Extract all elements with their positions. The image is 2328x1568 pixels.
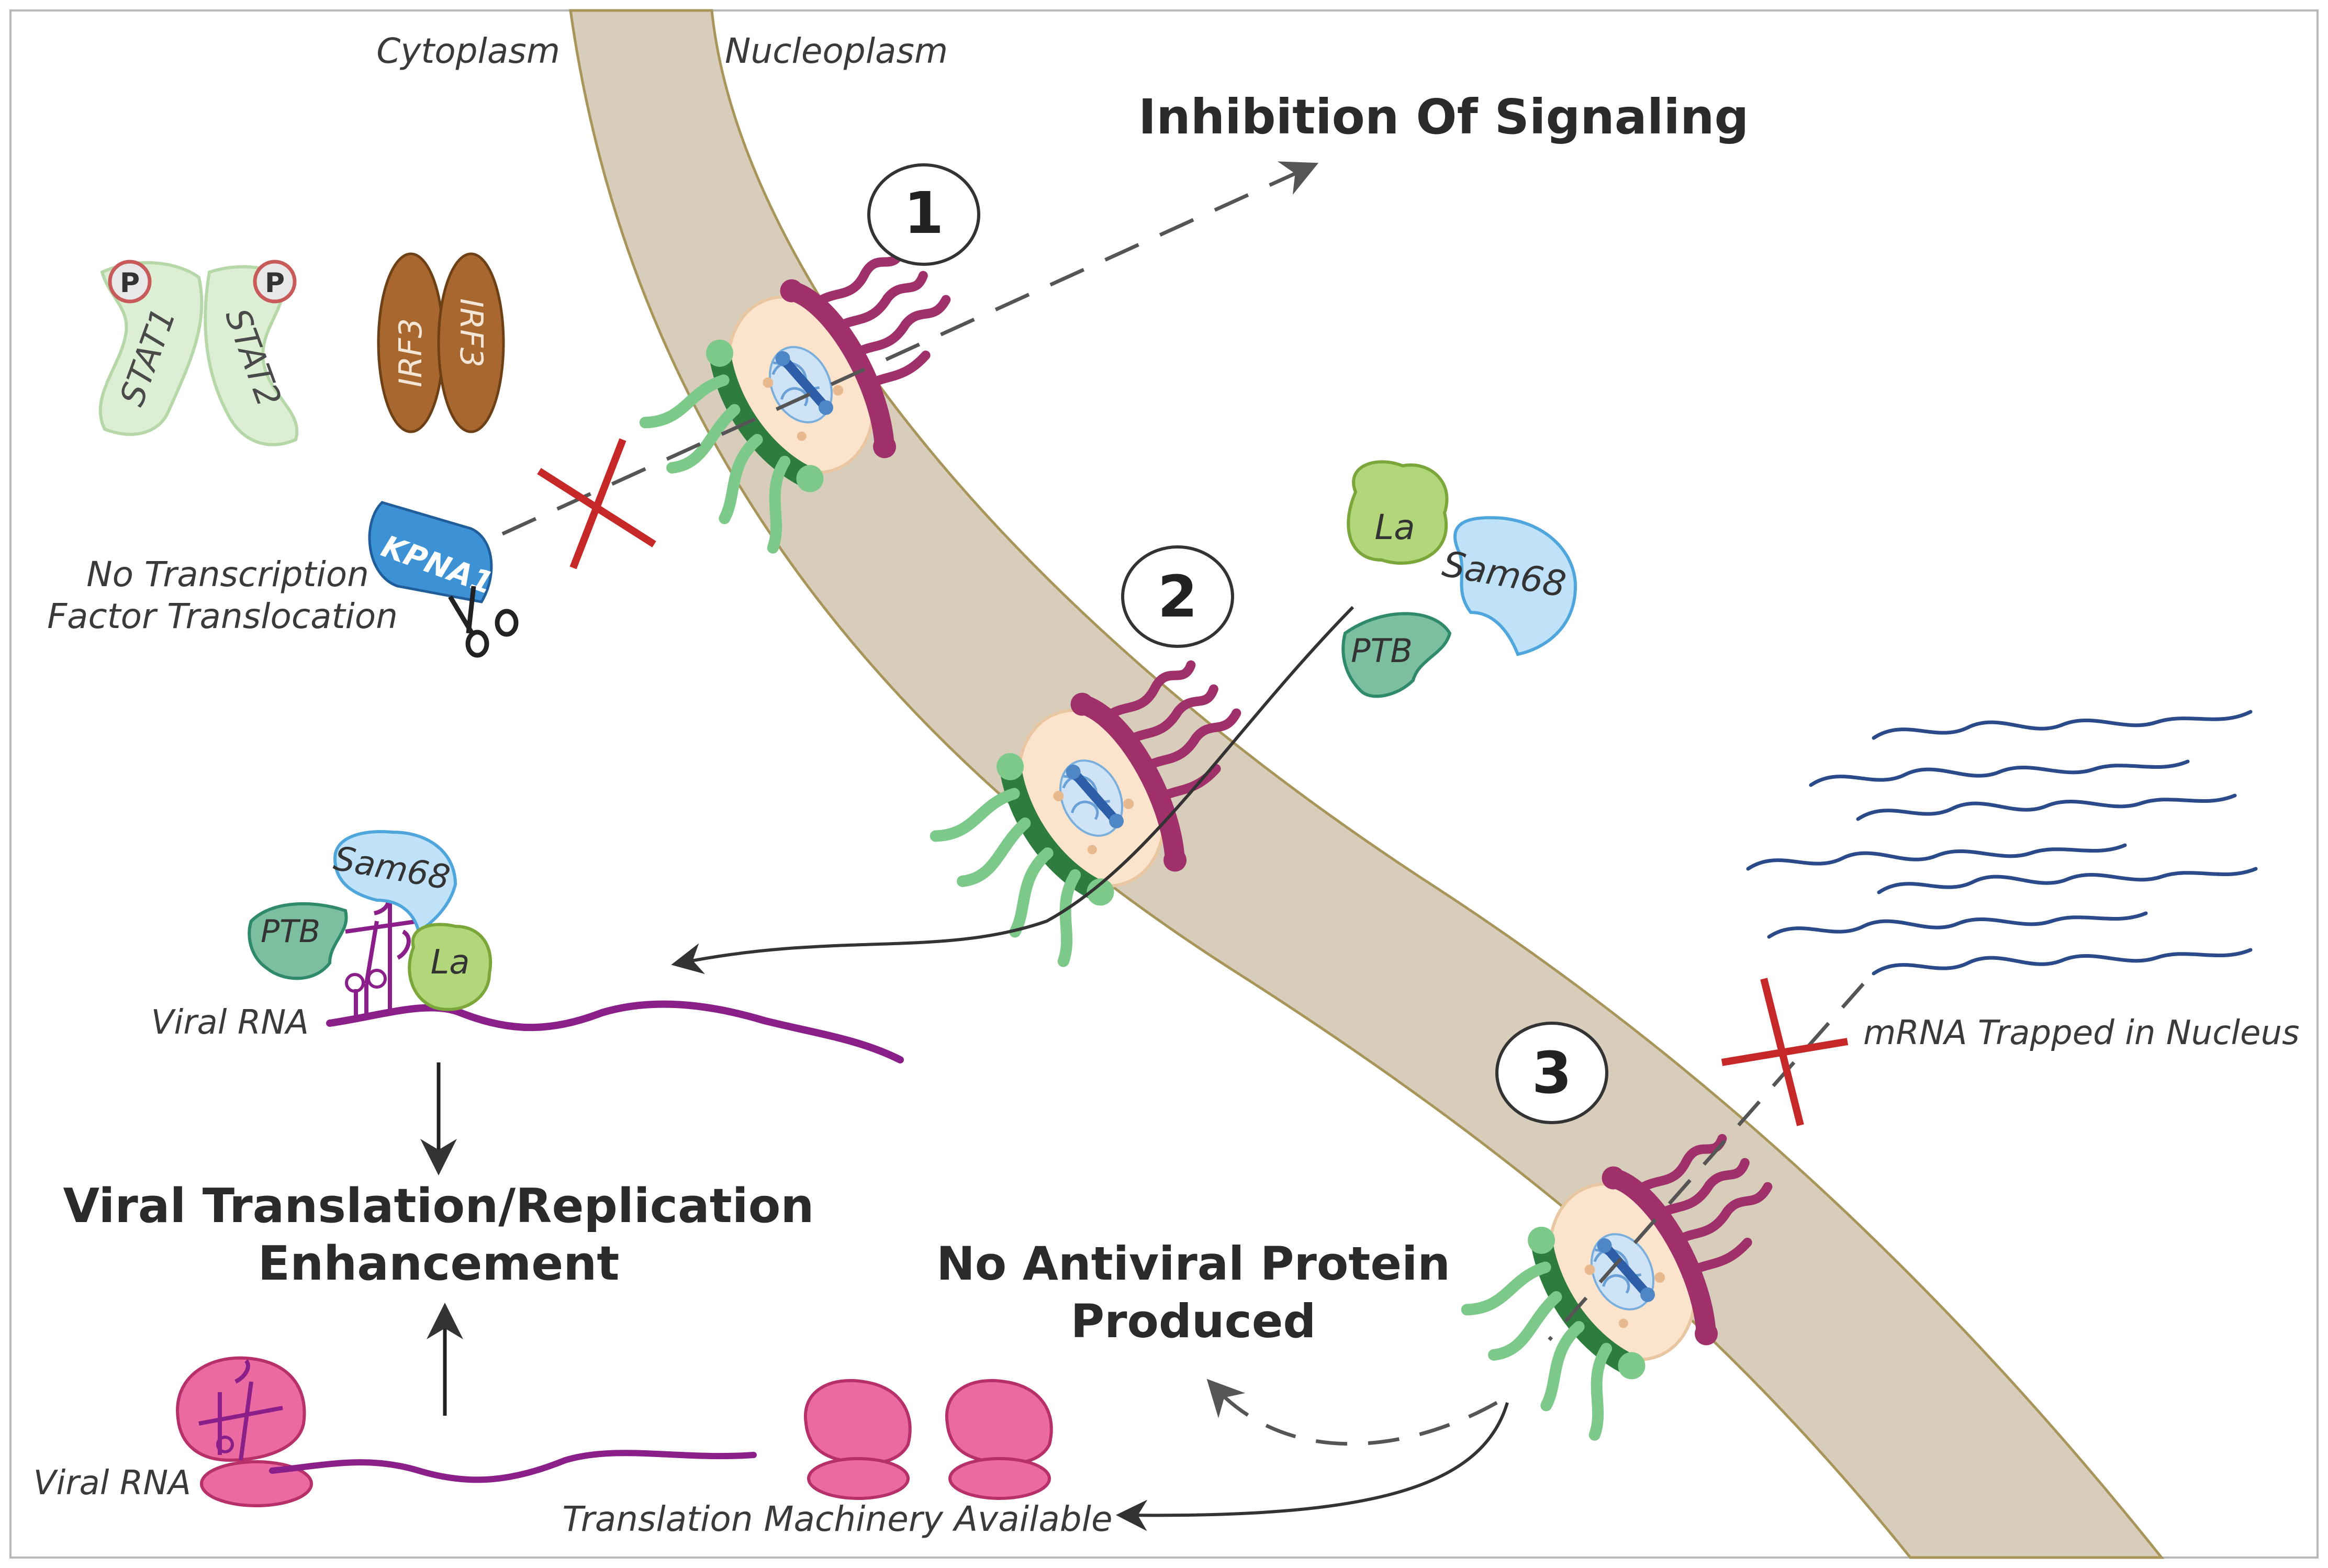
no-antiviral-line2: Produced xyxy=(1071,1294,1316,1348)
step-1-number: 1 xyxy=(904,180,944,247)
stat2-phospho-label: P xyxy=(265,267,285,299)
viral-enhancement-line2: Enhancement xyxy=(258,1236,620,1291)
translation-machinery-label: Translation Machinery Available xyxy=(562,1499,1112,1539)
protein-export-arrow xyxy=(671,606,1355,975)
ptb-label-cytoplasm: PTB xyxy=(261,913,320,950)
block-x-mrna xyxy=(1721,978,1849,1126)
viral-rna-ribosome-bottom xyxy=(176,1356,757,1507)
la-protein-nucleus: La xyxy=(1347,460,1449,565)
nucleoplasm-label: Nucleoplasm xyxy=(725,31,948,71)
signaling-dashed-arrow xyxy=(501,161,1319,536)
step-3-number: 3 xyxy=(1532,1039,1572,1106)
step-3-marker: 3 xyxy=(1495,1022,1608,1124)
ptb-label-nucleus: PTB xyxy=(1351,632,1413,670)
viral-rna-label-top: Viral RNA xyxy=(151,1003,309,1042)
no-antiviral-line1: No Antiviral Protein xyxy=(936,1237,1450,1291)
irf3-left-label: IRF3 xyxy=(393,318,429,387)
scissors-icon xyxy=(448,586,519,658)
nuclear-envelope xyxy=(569,9,2165,1559)
machinery-arrow xyxy=(1116,1402,1509,1531)
ptb-protein-cytoplasm: PTB xyxy=(248,902,348,980)
stat1-phospho-label: P xyxy=(120,267,140,299)
kpna1-protein: KPNA1 xyxy=(368,501,498,603)
host-mrna-group xyxy=(1746,710,2258,976)
stat2-protein: STAT2 P xyxy=(204,260,299,446)
la-label-cytoplasm: La xyxy=(431,943,470,982)
step-2-number: 2 xyxy=(1158,563,1198,630)
step-1-marker: 1 xyxy=(867,163,980,266)
inhibition-signaling-label: Inhibition Of Signaling xyxy=(1138,89,1749,145)
viral-enhancement-line1: Viral Translation/Replication xyxy=(63,1179,814,1234)
la-protein-cytoplasm: La xyxy=(408,923,493,1011)
step-2-marker: 2 xyxy=(1121,545,1234,648)
figure-frame xyxy=(9,9,2319,1559)
no-translocation-line2: Factor Translocation xyxy=(47,596,398,636)
sam68-protein-nucleus: Sam68 xyxy=(1439,516,1577,656)
irf3-dimer: IRF3 IRF3 xyxy=(377,252,505,433)
ptb-protein-nucleus: PTB xyxy=(1341,612,1452,698)
cytoplasm-label: Cytoplasm xyxy=(376,31,560,71)
mrna-export-dashed-line xyxy=(1548,982,1865,1341)
stat1-protein: STAT1 P xyxy=(98,260,204,436)
free-ribosome-1 xyxy=(803,1379,912,1500)
mrna-trapped-label: mRNA Trapped in Nucleus xyxy=(1863,1014,2299,1052)
irf3-right-label: IRF3 xyxy=(453,298,489,367)
no-translocation-line1: No Transcription xyxy=(86,554,369,595)
la-label-nucleus: La xyxy=(1374,507,1415,547)
viral-rna-label-bottom: Viral RNA xyxy=(33,1464,191,1503)
block-x-signaling xyxy=(537,438,656,569)
no-antiviral-dashed-arrow xyxy=(1206,1379,1498,1446)
sam68-protein-cytoplasm: Sam68 xyxy=(331,830,457,934)
free-ribosome-2 xyxy=(945,1379,1053,1500)
